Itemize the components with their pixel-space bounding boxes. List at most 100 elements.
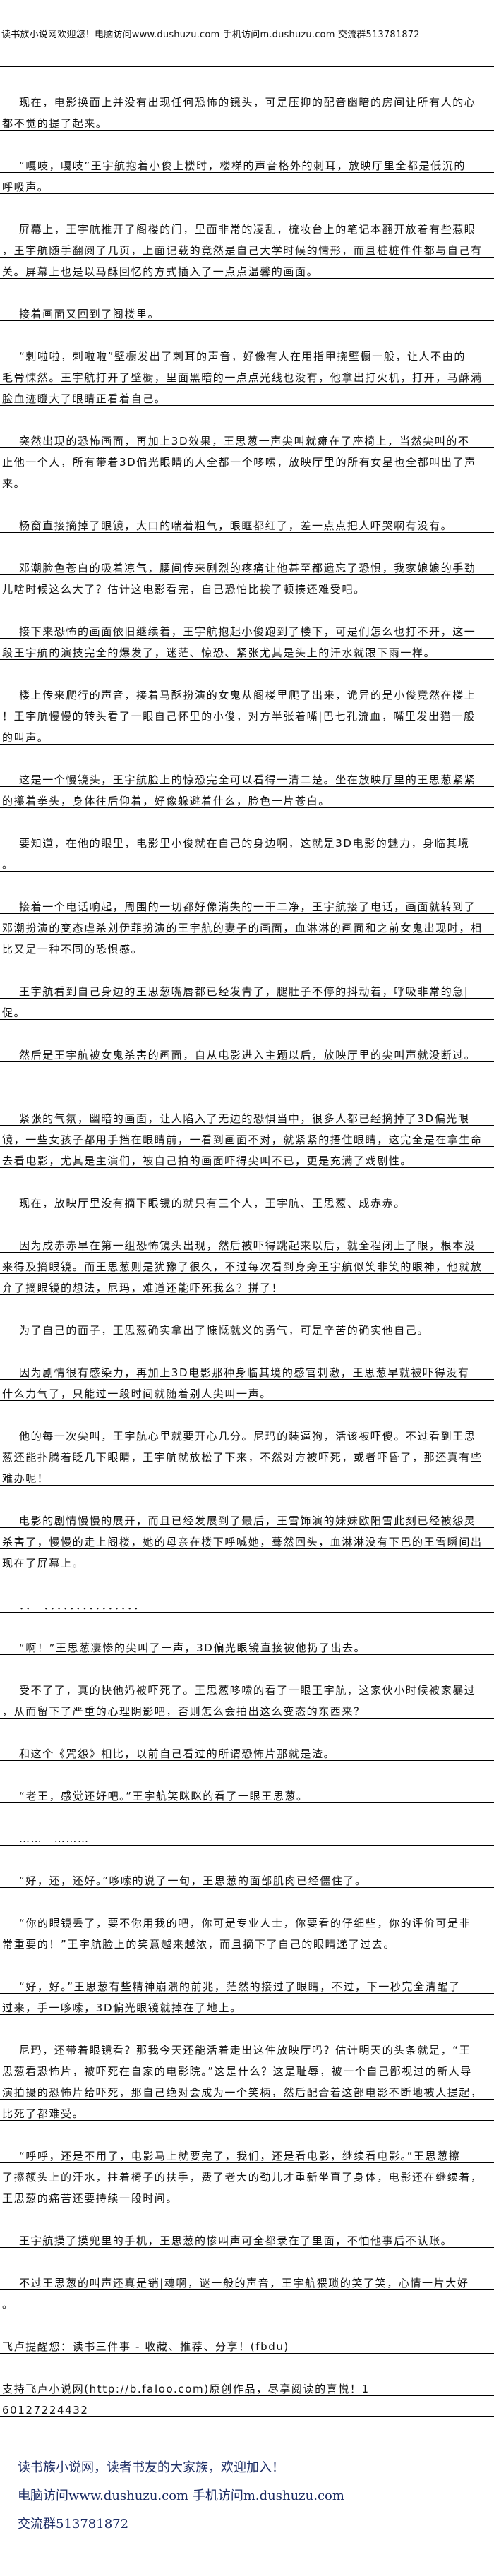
text-line: 镜，一些女孩子都用手挡在眼睛前，一看到画面不对，就紧紧的捂住眼睛，这完全是在拿生… (0, 1126, 494, 1147)
line-text: …… ……… (19, 1832, 90, 1845)
paragraph: 电影的剧情慢慢的展开，而且已经发展到了最后，王雪饰演的妹妹欧阳雪此刻已经被怨灵杀… (0, 1507, 494, 1570)
line-text: 突然出现的恐怖画面，再加上3D效果，王思葱一声尖叫就瘫在了座椅上，当然尖叫的不 (19, 435, 470, 447)
line-text: 比又是一种不同的恐惧感。 (2, 943, 143, 956)
line-text: ，王宇航随手翻阅了几页，上面记载的竟然是自己大学时候的情形，而且桩桩件件都与自己… (2, 244, 483, 257)
site-header: 读书族小说网欢迎您！电脑访问www.dushuzu.com 手机访问m.dush… (0, 0, 494, 67)
line-text: 思葱看恐怖片，被吓死在自家的电影院。”这是什么？这是耻辱，被一个自己鄙视过的新人… (2, 2065, 472, 2078)
text-line: 毛骨悚然。王宇航打开了壁橱，里面黑暗的一点点光线也没有，他拿出打火机，打开，马酥… (0, 363, 494, 385)
line-text: “嘎吱，嘎吱”王宇航抱着小俊上楼时，楼梯的声音格外的刺耳，放映厅里全都是低沉的 (19, 160, 466, 172)
text-line: 止他一个人，所有带着3D偏光眼睛的人全都一个哆嗦，放映厅里的所有女星也全都叫出了… (0, 448, 494, 469)
text-line: ，王宇航随手翻阅了几页，上面记载的竟然是自己大学时候的情形，而且桩桩件件都与自己… (0, 236, 494, 258)
line-text: “刺啦啦，刺啦啦”壁橱发出了刺耳的声音，好像有人在用指甲挠壁橱一般，让人不由的 (19, 350, 466, 363)
text-line: 接着画面又回到了阁楼里。 (0, 300, 494, 321)
paragraph: 受不了了，真的快他妈被吓死了。王思葱哆嗦的看了一眼王宇航，这家伙小时候被家暴过，… (0, 1676, 494, 1719)
text-line: 来。 (0, 469, 494, 490)
text-line: 他的每一次尖叫，王宇航心里就要开心几分。尼玛的装逼狗，活该被吓傻。不过看到王思 (0, 1422, 494, 1443)
paragraph: 因为成赤赤早在第一组恐怖镜头出现，然后被吓得跳起来以后，就全程闭上了眼，根本没来… (0, 1232, 494, 1295)
line-text: ！王宇航慢慢的转头看了一眼自己怀里的小俊，对方半张着嘴|巴七孔流血，嘴里发出猫一… (2, 710, 476, 723)
line-text: 他的每一次尖叫，王宇航心里就要开心几分。尼玛的装逼狗，活该被吓傻。不过看到王思 (19, 1430, 476, 1443)
text-line: 屏幕上，王宇航推开了阁楼的门，里面非常的凌乱，梳妆台上的笔记本翻开放着有些惹眼 (0, 215, 494, 236)
text-line: 然后是王宇航被女鬼杀害的画面，自从电影进入主题以后，放映厅里的尖叫声就没断过。 (0, 1041, 494, 1062)
line-text: 邓潮扮演的变态虐杀刘伊菲扮演的王宇航的妻子的画面，血淋淋的画面和之前女鬼出现时，… (2, 922, 483, 934)
paragraph: 然后是王宇航被女鬼杀害的画面，自从电影进入主题以后，放映厅里的尖叫声就没断过。 (0, 1041, 494, 1083)
paragraph: 现在，电影换面上并没有出现任何恐怖的镜头，可是压抑的配音幽暗的房间让所有人的心都… (0, 88, 494, 131)
text-line: “老王，感觉还好吧。”王宇航笑眯眯的看了一眼王思葱。 (0, 1782, 494, 1803)
text-line: 去看电影，尤其是主演们，被自己拍的画面吓得尖叫不已，更是充满了戏剧性。 (0, 1147, 494, 1168)
paragraph: 尼玛，还带着眼镜看？那我今天还能活着走出这件放映厅吗？估计明天的头条就是，“王思… (0, 2036, 494, 2121)
line-text: 都不觉的提了起来。 (2, 117, 108, 130)
text-line: “刺啦啦，刺啦啦”壁橱发出了刺耳的声音，好像有人在用指甲挠壁橱一般，让人不由的 (0, 342, 494, 363)
paragraph: “好，好。”王思葱有些精神崩溃的前兆，茫然的接过了眼睛，不过，下一秒完全清醒了过… (0, 1973, 494, 2015)
text-line: “嘎吱，嘎吱”王宇航抱着小俊上楼时，楼梯的声音格外的刺耳，放映厅里全都是低沉的 (0, 152, 494, 173)
paragraph: 他的每一次尖叫，王宇航心里就要开心几分。尼玛的装逼狗，活该被吓傻。不过看到王思葱… (0, 1422, 494, 1486)
text-line: 支持飞卢小说网(http://b.faloo.com)原创作品，尽享阅读的喜悦！… (0, 2375, 494, 2396)
line-text: 这是一个慢镜头，王宇航脸上的惊恐完全可以看得一清二楚。坐在放映厅里的王思葱紧紧 (19, 774, 476, 786)
line-text: 杨窗直接摘掉了眼镜，大口的喘着粗气，眼眶都红了，差一点点把人吓哭啊有没有。 (19, 519, 453, 532)
text-line: 关。屏幕上也是以马酥回忆的方式插入了一点点温馨的画面。 (0, 258, 494, 279)
text-line: 什么力气了，只能过一段时间就随着别人尖叫一声。 (0, 1380, 494, 1401)
line-text: 来得及摘眼镜。而王思葱则是犹豫了很久，不过每次看到身旁王宇航似笑非笑的眼神，他就… (2, 1260, 483, 1273)
line-text: ．． ．．．．．．．．．．．．．．． (19, 1599, 145, 1612)
text-line: 因为剧情很有感染力，再加上3D电影那种身临其境的感官刺激，王思葱早就被吓得没有 (0, 1359, 494, 1380)
line-text: 为了自己的面子，王思葱确实拿出了慷慨就义的勇气，可是辛苦的确实他自己。 (19, 1324, 430, 1337)
text-line: 王思葱的痛苦还要持续一段时间。 (0, 2184, 494, 2205)
text-line: 来得及摘眼镜。而王思葱则是犹豫了很久，不过每次看到身旁王宇航似笑非笑的眼神，他就… (0, 1253, 494, 1274)
line-text: 难办呢！ (2, 1472, 49, 1485)
paragraph: 飞卢提醒您：读书三件事 - 收藏、推荐、分享！(fbdu) (0, 2333, 494, 2354)
paragraph: 支持飞卢小说网(http://b.faloo.com)原创作品，尽享阅读的喜悦！… (0, 2375, 494, 2417)
text-line: 弃了摘眼镜的想法，尼玛，难道还能吓死我么？拼了！ (0, 1274, 494, 1295)
text-line (0, 1062, 494, 1083)
line-text: 弃了摘眼镜的想法，尼玛，难道还能吓死我么？拼了！ (2, 1282, 284, 1294)
line-text: “好，好。”王思葱有些精神崩溃的前兆，茫然的接过了眼睛，不过，下一秒完全清醒了 (19, 1980, 461, 1993)
line-text: 儿啥时候这么大了？估计这电影看完，自己恐怕比挨了顿揍还难受吧。 (2, 583, 366, 596)
paragraph: “老王，感觉还好吧。”王宇航笑眯眯的看了一眼王思葱。 (0, 1782, 494, 1803)
line-text: 去看电影，尤其是主演们，被自己拍的画面吓得尖叫不已，更是充满了戏剧性。 (2, 1155, 413, 1167)
text-line: 和这个《咒怨》相比，以前自己看过的所谓恐怖片那就是渣。 (0, 1740, 494, 1761)
text-line: 接着一个电话响起，周围的一切都好像消失的一干二净，王宇航接了电话，画面就转到了 (0, 893, 494, 914)
line-text: 电影的剧情慢慢的展开，而且已经发展到了最后，王雪饰演的妹妹欧阳雪此刻已经被怨灵 (19, 1515, 476, 1527)
line-text: “老王，感觉还好吧。”王宇航笑眯眯的看了一眼王思葱。 (19, 1790, 308, 1802)
text-line: 尼玛，还带着眼镜看？那我今天还能活着走出这件放映厅吗？估计明天的头条就是，“王 (0, 2036, 494, 2057)
text-line: 儿啥时候这么大了？估计这电影看完，自己恐怕比挨了顿揍还难受吧。 (0, 575, 494, 596)
line-text: 止他一个人，所有带着3D偏光眼睛的人全都一个哆嗦，放映厅里的所有女星也全都叫出了… (2, 456, 476, 469)
line-text: 现在了屏幕上。 (2, 1557, 85, 1570)
line-text: 邓潮脸色苍白的吸着凉气，腰间传来剧烈的疼痛让他甚至都遗忘了恐惧，我家娘娘的手劲 (19, 562, 476, 574)
line-text: “好，还，还好。”哆嗦的说了一句，王思葱的面部肌肉已经僵住了。 (19, 1874, 367, 1887)
text-line: 比又是一种不同的恐惧感。 (0, 935, 494, 956)
line-text: 因为剧情很有感染力，再加上3D电影那种身临其境的感官刺激，王思葱早就被吓得没有 (19, 1366, 470, 1379)
paragraph: 紧张的气氛，幽暗的画面，让人陷入了无边的恐惧当中，很多人都已经摘掉了3D偏光眼镜… (0, 1105, 494, 1168)
line-text: 不过王思葱的叫声还真是销|魂啊，谜一般的声音，王宇航猥琐的笑了笑，心情一片大好 (19, 2277, 469, 2289)
text-line: 楼上传来爬行的声音，接着马酥扮演的女鬼从阁楼里爬了出来，诡异的是小俊竟然在楼上 (0, 681, 494, 702)
line-text: 脸血迹瞪大了眼睛正看着自己。 (2, 392, 167, 405)
line-text: 王宇航看到自己身边的王思葱嘴唇都已经发青了，腿肚子不停的抖动着，呼吸非常的急| (19, 985, 469, 998)
line-text: “啊！”王思葱凄惨的尖叫了一声，3D偏光眼镜直接被他扔了出去。 (19, 1642, 366, 1654)
text-line: 60127224432 (0, 2396, 494, 2417)
text-line: 促。 (0, 999, 494, 1020)
line-text: 比死了都难受。 (2, 2107, 85, 2120)
footer-urls[interactable]: 电脑访问www.dushuzu.com 手机访问m.dushuzu.com (18, 2488, 344, 2503)
paragraph: 王宇航摸了摸兜里的手机，王思葱的惨叫声可全都录在了里面，不怕他事后不认账。 (0, 2227, 494, 2248)
paragraph: 和这个《咒怨》相比，以前自己看过的所谓恐怖片那就是渣。 (0, 1740, 494, 1761)
paragraph: …… ……… (0, 1824, 494, 1846)
text-line: 现在了屏幕上。 (0, 1549, 494, 1570)
line-text: 接着画面又回到了阁楼里。 (19, 308, 160, 320)
text-line: 常重要的！”王宇航脸上的笑意越来越浓，而且摘下了自己的眼睛递了过去。 (0, 1930, 494, 1951)
text-line: 突然出现的恐怖画面，再加上3D效果，王思葱一声尖叫就瘫在了座椅上，当然尖叫的不 (0, 427, 494, 448)
paragraph: ．． ．．．．．．．．．．．．．．． (0, 1591, 494, 1613)
text-line: 邓潮扮演的变态虐杀刘伊菲扮演的王宇航的妻子的画面，血淋淋的画面和之前女鬼出现时，… (0, 914, 494, 935)
text-line: 接下来恐怖的画面依旧继续着，王宇航抱起小俊跑到了楼下，可是们怎么也打不开，这一 (0, 618, 494, 639)
line-text: 王思葱的痛苦还要持续一段时间。 (2, 2192, 179, 2205)
line-text: 接下来恐怖的画面依旧继续着，王宇航抱起小俊跑到了楼下，可是们怎么也打不开，这一 (19, 625, 476, 638)
line-text: 毛骨悚然。王宇航打开了壁橱，里面黑暗的一点点光线也没有，他拿出打火机，打开，马酥… (2, 371, 483, 384)
paragraph: “你的眼镜丢了，要不你用我的吧，你可是专业人士，你要看的仔细些，你的评价可是非常… (0, 1909, 494, 1951)
paragraph: 屏幕上，王宇航推开了阁楼的门，里面非常的凌乱，梳妆台上的笔记本翻开放着有些惹眼 ，… (0, 215, 494, 279)
paragraph: 接下来恐怖的画面依旧继续着，王宇航抱起小俊跑到了楼下，可是们怎么也打不开，这一段… (0, 618, 494, 660)
text-line: ，从而留下了严重的心理阴影吧，否则怎么会拍出这么变态的东西来？ (0, 1697, 494, 1719)
line-text: 杀害了，慢慢的走上阁楼，她的母亲在楼下呼喊她，蓦然回头，血淋淋没有下巴的王雪瞬间… (2, 1536, 483, 1548)
text-line: 思葱看恐怖片，被吓死在自家的电影院。”这是什么？这是耻辱，被一个自己鄙视过的新人… (0, 2057, 494, 2078)
text-line: 。 (0, 850, 494, 872)
text-line: 难办呢！ (0, 1464, 494, 1486)
text-line: 过来，手一哆嗦，3D偏光眼镜就掉在了地上。 (0, 1994, 494, 2015)
text-line: 脸血迹瞪大了眼睛正看着自己。 (0, 385, 494, 406)
paragraph: 要知道，在他的眼里，电影里小俊就在自己的身边啊，这就是3D电影的魅力，身临其境。 (0, 829, 494, 872)
